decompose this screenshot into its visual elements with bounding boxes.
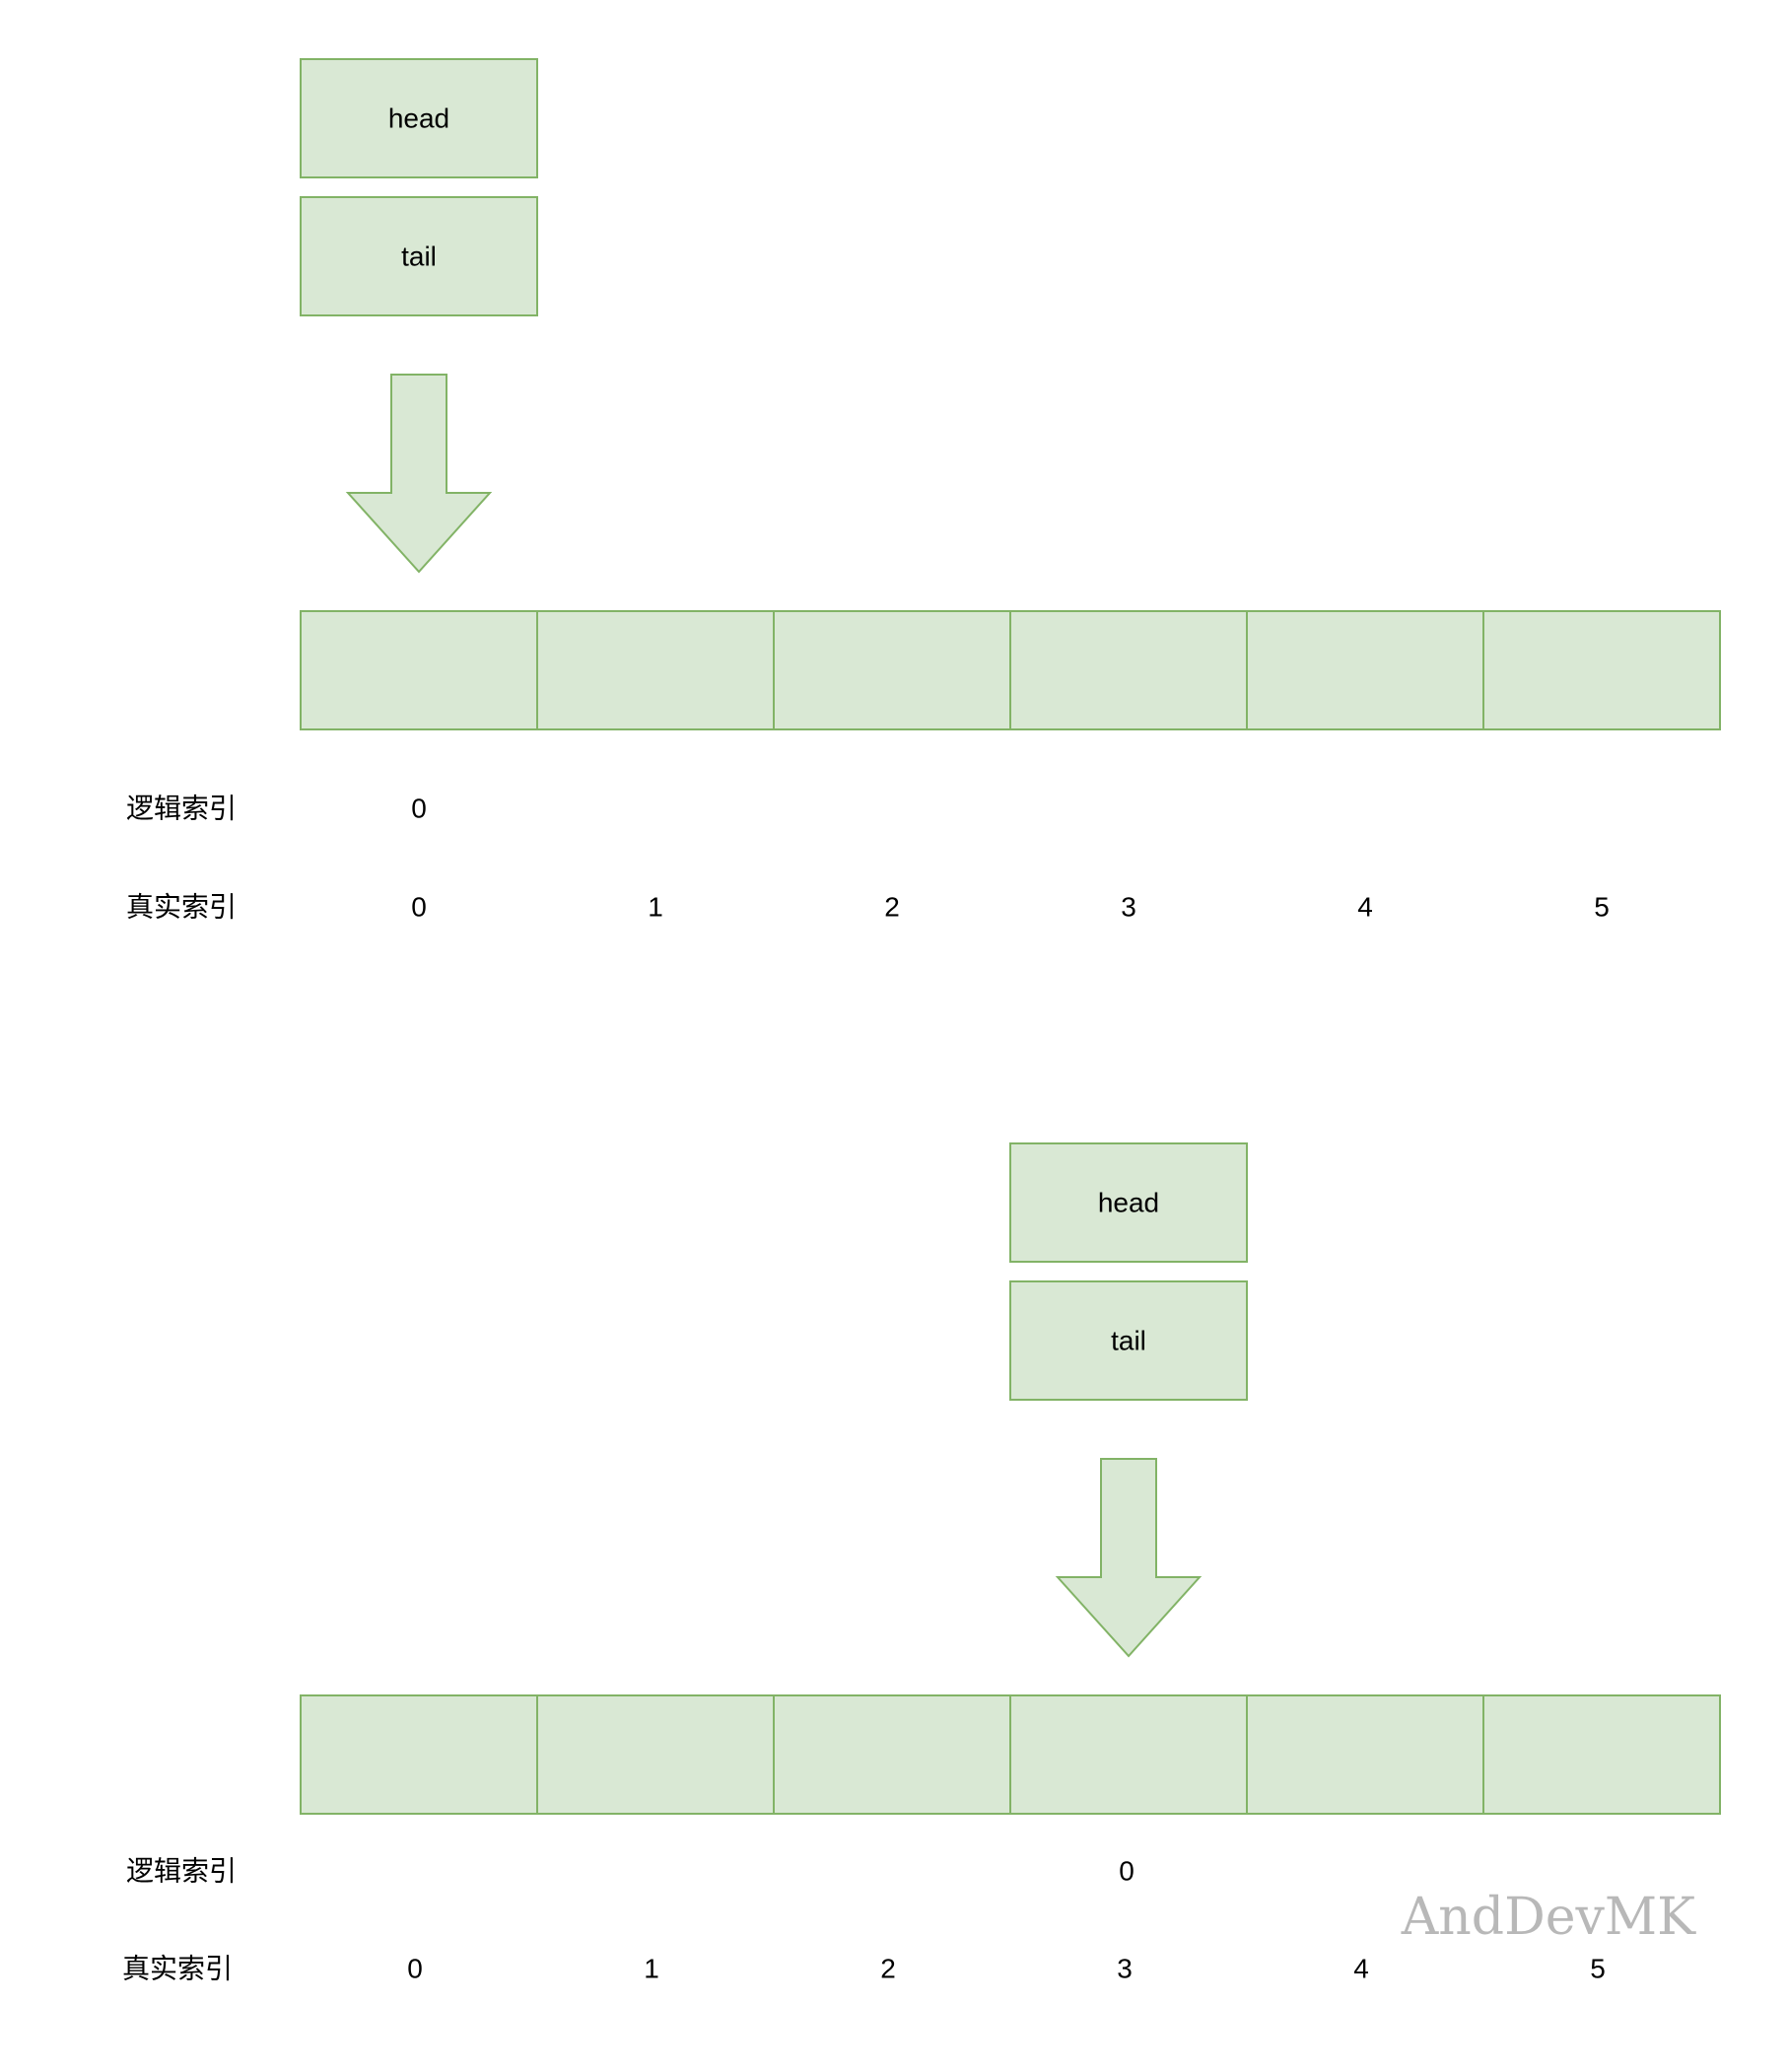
logical-index: 0 bbox=[1119, 1856, 1135, 1887]
watermark-text: AndDevMK bbox=[1401, 1888, 1696, 1947]
tail-label: tail bbox=[401, 242, 437, 272]
head-box: head bbox=[1009, 1142, 1248, 1263]
logical-index-row-label: 逻辑索引 bbox=[126, 793, 237, 825]
real-index: 2 bbox=[884, 892, 900, 923]
real-index: 4 bbox=[1357, 892, 1373, 923]
tail-box: tail bbox=[300, 196, 538, 316]
array-cell bbox=[773, 1694, 1011, 1815]
real-index-row-label: 真实索引 bbox=[126, 891, 237, 924]
head-label: head bbox=[1098, 1188, 1159, 1218]
array-cell bbox=[1246, 1694, 1484, 1815]
down-arrow-icon bbox=[345, 374, 493, 574]
panel-2: head tail 逻辑索引 0 真实索引 0 1 2 3 4 5 bbox=[122, 1142, 1721, 1985]
array-cell bbox=[1482, 610, 1721, 730]
array-cell bbox=[773, 610, 1011, 730]
real-index: 4 bbox=[1353, 1954, 1369, 1984]
array-cell bbox=[536, 1694, 775, 1815]
head-label: head bbox=[388, 104, 449, 134]
array-cell bbox=[1009, 1694, 1248, 1815]
array-cell bbox=[536, 610, 775, 730]
head-box: head bbox=[300, 58, 538, 178]
real-index: 2 bbox=[880, 1954, 896, 1984]
down-arrow-icon bbox=[1055, 1458, 1203, 1658]
logical-index-row-label: 逻辑索引 bbox=[126, 1855, 237, 1888]
real-index: 0 bbox=[411, 892, 427, 923]
tail-label: tail bbox=[1111, 1326, 1146, 1356]
real-index: 3 bbox=[1117, 1954, 1133, 1984]
array-row bbox=[300, 610, 1721, 730]
real-index: 3 bbox=[1121, 892, 1136, 923]
array-cell bbox=[1482, 1694, 1721, 1815]
array-row bbox=[300, 1694, 1721, 1815]
array-cell bbox=[1009, 610, 1248, 730]
real-index: 5 bbox=[1594, 892, 1610, 923]
real-index-row-label: 真实索引 bbox=[122, 1953, 233, 1985]
logical-index: 0 bbox=[411, 794, 427, 824]
real-index: 1 bbox=[648, 892, 663, 923]
real-index: 0 bbox=[407, 1954, 423, 1984]
array-cell bbox=[300, 1694, 538, 1815]
real-index: 5 bbox=[1590, 1954, 1606, 1984]
real-index: 1 bbox=[644, 1954, 659, 1984]
tail-box: tail bbox=[1009, 1280, 1248, 1401]
panel-1: head tail 逻辑索引 0 真实索引 0 1 2 3 4 5 bbox=[126, 58, 1721, 924]
array-cell bbox=[300, 610, 538, 730]
array-cell bbox=[1246, 610, 1484, 730]
